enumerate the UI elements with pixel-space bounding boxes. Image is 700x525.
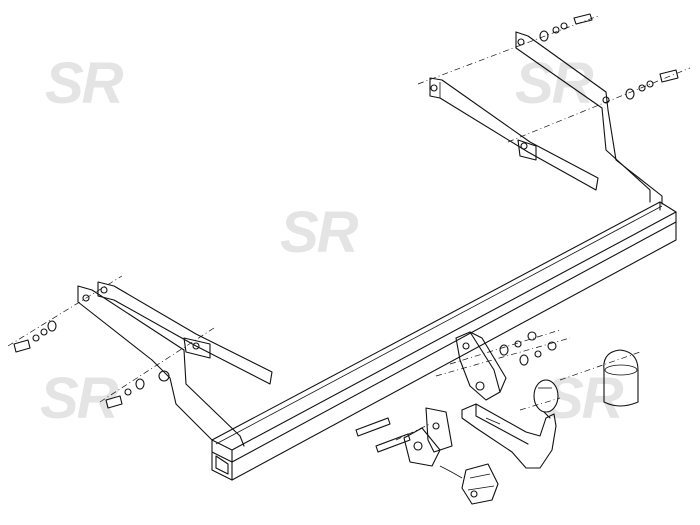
left-mounting-bracket xyxy=(77,281,273,447)
tow-ball-cap xyxy=(603,349,639,407)
watermarks: SR SR SR SR SR xyxy=(40,51,626,431)
bolt-set-left-lower xyxy=(105,378,145,409)
bolt-set-top-right xyxy=(539,13,593,42)
crossbar-beam xyxy=(211,201,677,481)
center-clamp-plate xyxy=(455,331,507,401)
watermark-top-right: SR xyxy=(515,51,594,116)
bolt-set-lower-left xyxy=(355,417,411,453)
socket-plate xyxy=(403,407,453,467)
electrical-socket xyxy=(439,463,499,505)
watermark-top-left: SR xyxy=(45,51,124,116)
watermark-bottom-left: SR xyxy=(40,366,119,431)
right-mounting-bracket xyxy=(429,31,663,205)
bolt-set-right xyxy=(625,69,679,100)
tow-ball-neck xyxy=(461,379,559,469)
assembly-lines xyxy=(7,15,691,441)
bolt-set-center xyxy=(499,331,557,366)
watermark-center: SR xyxy=(280,200,359,265)
bolt-set-left-upper xyxy=(13,320,57,353)
